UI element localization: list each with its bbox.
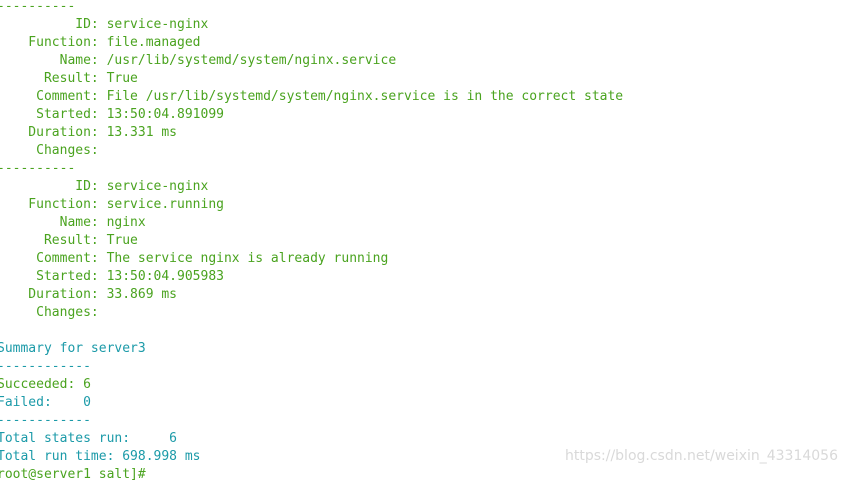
terminal-line: Function: service.running [0,197,224,212]
terminal-line: Started: 13:50:04.905983 [0,269,224,284]
terminal-line: Failed: 0 [0,395,91,410]
watermark-text: https://blog.csdn.net/weixin_43314056 [564,448,838,464]
terminal-line: Summary for server3 [0,341,146,356]
terminal-line: Result: True [0,71,138,86]
terminal-line: Succeeded: 6 [0,377,91,392]
terminal-line: Duration: 33.869 ms [0,287,178,302]
terminal-line: Total run time: 698.998 ms [0,449,201,464]
terminal-line: Total states run: 6 [0,431,178,446]
terminal-line: ---------- [0,0,76,14]
terminal-line: Name: nginx [0,215,146,230]
terminal-line: Name: /usr/lib/systemd/system/nginx.serv… [0,53,397,68]
terminal-line: Comment: File /usr/lib/systemd/system/ng… [0,89,624,104]
terminal-line: Changes: [0,143,99,158]
terminal-line: Result: True [0,233,138,248]
terminal-line: Function: file.managed [0,35,201,50]
terminal-line: ID: service-nginx [0,17,209,32]
terminal-line: Duration: 13.331 ms [0,125,178,140]
terminal-line: ID: service-nginx [0,179,209,194]
terminal-line: Started: 13:50:04.891099 [0,107,224,122]
terminal-line: Changes: [0,305,99,320]
terminal-line: ------------ [0,413,91,428]
terminal-line: ------------ [0,359,91,374]
terminal-line: root@server1 salt]# [0,467,146,482]
terminal-line: ---------- [0,161,76,176]
terminal-line: Comment: The service nginx is already ru… [0,251,389,266]
